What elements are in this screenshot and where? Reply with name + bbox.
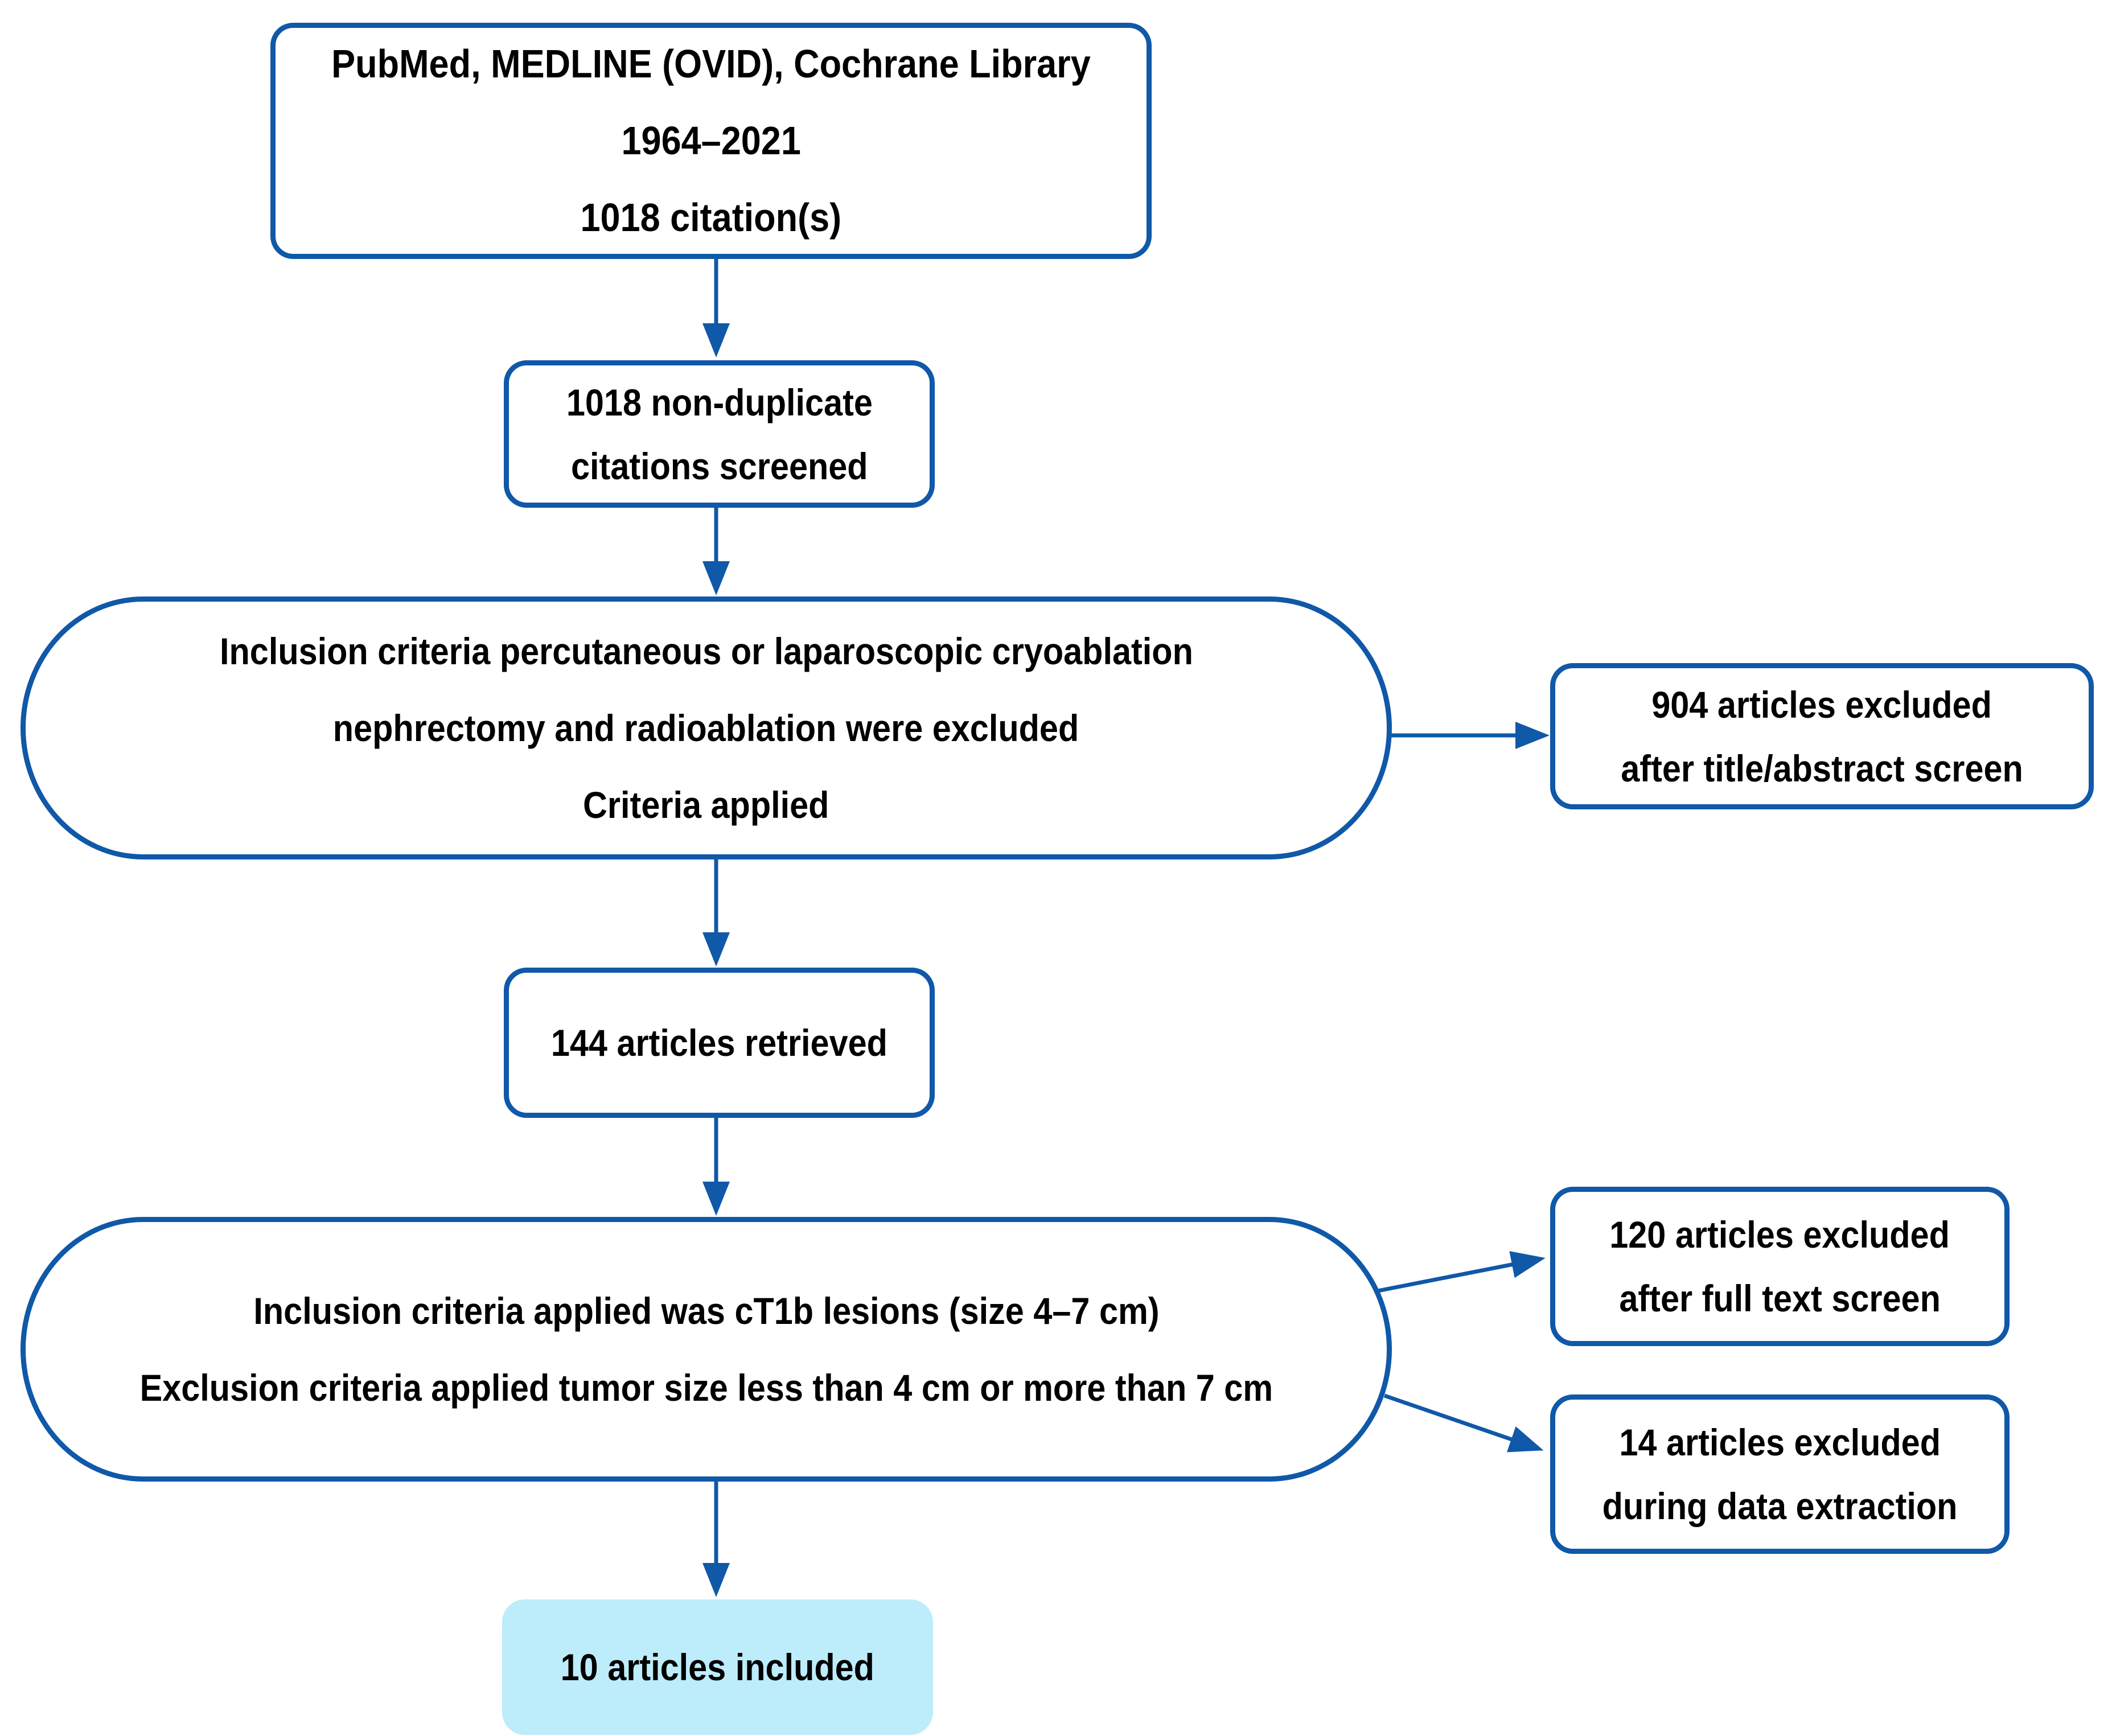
node-criteria1-line1: Inclusion criteria percutaneous or lapar… [219, 630, 1193, 672]
node-retrieved: 144 articles retrieved [504, 968, 935, 1118]
node-excluded-title-abstract: 904 articles excluded after title/abstra… [1550, 663, 2094, 809]
node-sources-line2: 1964–2021 [621, 118, 801, 163]
node-excluded-full-text-line2: after full text screen [1619, 1277, 1941, 1319]
node-criteria1-line2: nephrectomy and radioablation were exclu… [333, 706, 1079, 749]
node-excluded-data-extraction-line2: during data extraction [1602, 1485, 1958, 1527]
node-criteria2-line1: Inclusion criteria applied was cT1b lesi… [253, 1289, 1160, 1332]
edge-criteria2-excluded-fulltext [1377, 1251, 1546, 1293]
node-criteria1-line3: Criteria applied [583, 783, 829, 826]
edge-criteria2-excluded-dataext [1383, 1393, 1544, 1453]
node-sources-line1: PubMed, MEDLINE (OVID), Cochrane Library [331, 42, 1091, 86]
node-criteria2-line2: Exclusion criteria applied tumor size le… [139, 1366, 1273, 1409]
node-screened-line1: 1018 non-duplicate [566, 381, 873, 423]
node-excluded-data-extraction-line1: 14 articles excluded [1619, 1421, 1941, 1463]
node-sources-line3: 1018 citation(s) [580, 195, 842, 240]
node-criteria2: Inclusion criteria applied was cT1b lesi… [20, 1217, 1392, 1482]
node-screened-line2: citations screened [570, 445, 868, 487]
node-retrieved-line1: 144 articles retrieved [550, 1022, 888, 1064]
node-sources: PubMed, MEDLINE (OVID), Cochrane Library… [270, 23, 1152, 259]
node-excluded-title-abstract-line1: 904 articles excluded [1651, 683, 1992, 726]
node-excluded-full-text-line1: 120 articles excluded [1609, 1213, 1950, 1256]
node-excluded-data-extraction: 14 articles excluded during data extract… [1550, 1394, 2010, 1554]
node-excluded-full-text: 120 articles excluded after full text sc… [1550, 1187, 2010, 1346]
node-excluded-title-abstract-line2: after title/abstract screen [1621, 747, 2023, 789]
node-screened: 1018 non-duplicate citations screened [504, 360, 935, 508]
node-included-line1: 10 articles included [560, 1646, 875, 1688]
node-included: 10 articles included [502, 1599, 933, 1735]
node-criteria1: Inclusion criteria percutaneous or lapar… [20, 597, 1392, 859]
